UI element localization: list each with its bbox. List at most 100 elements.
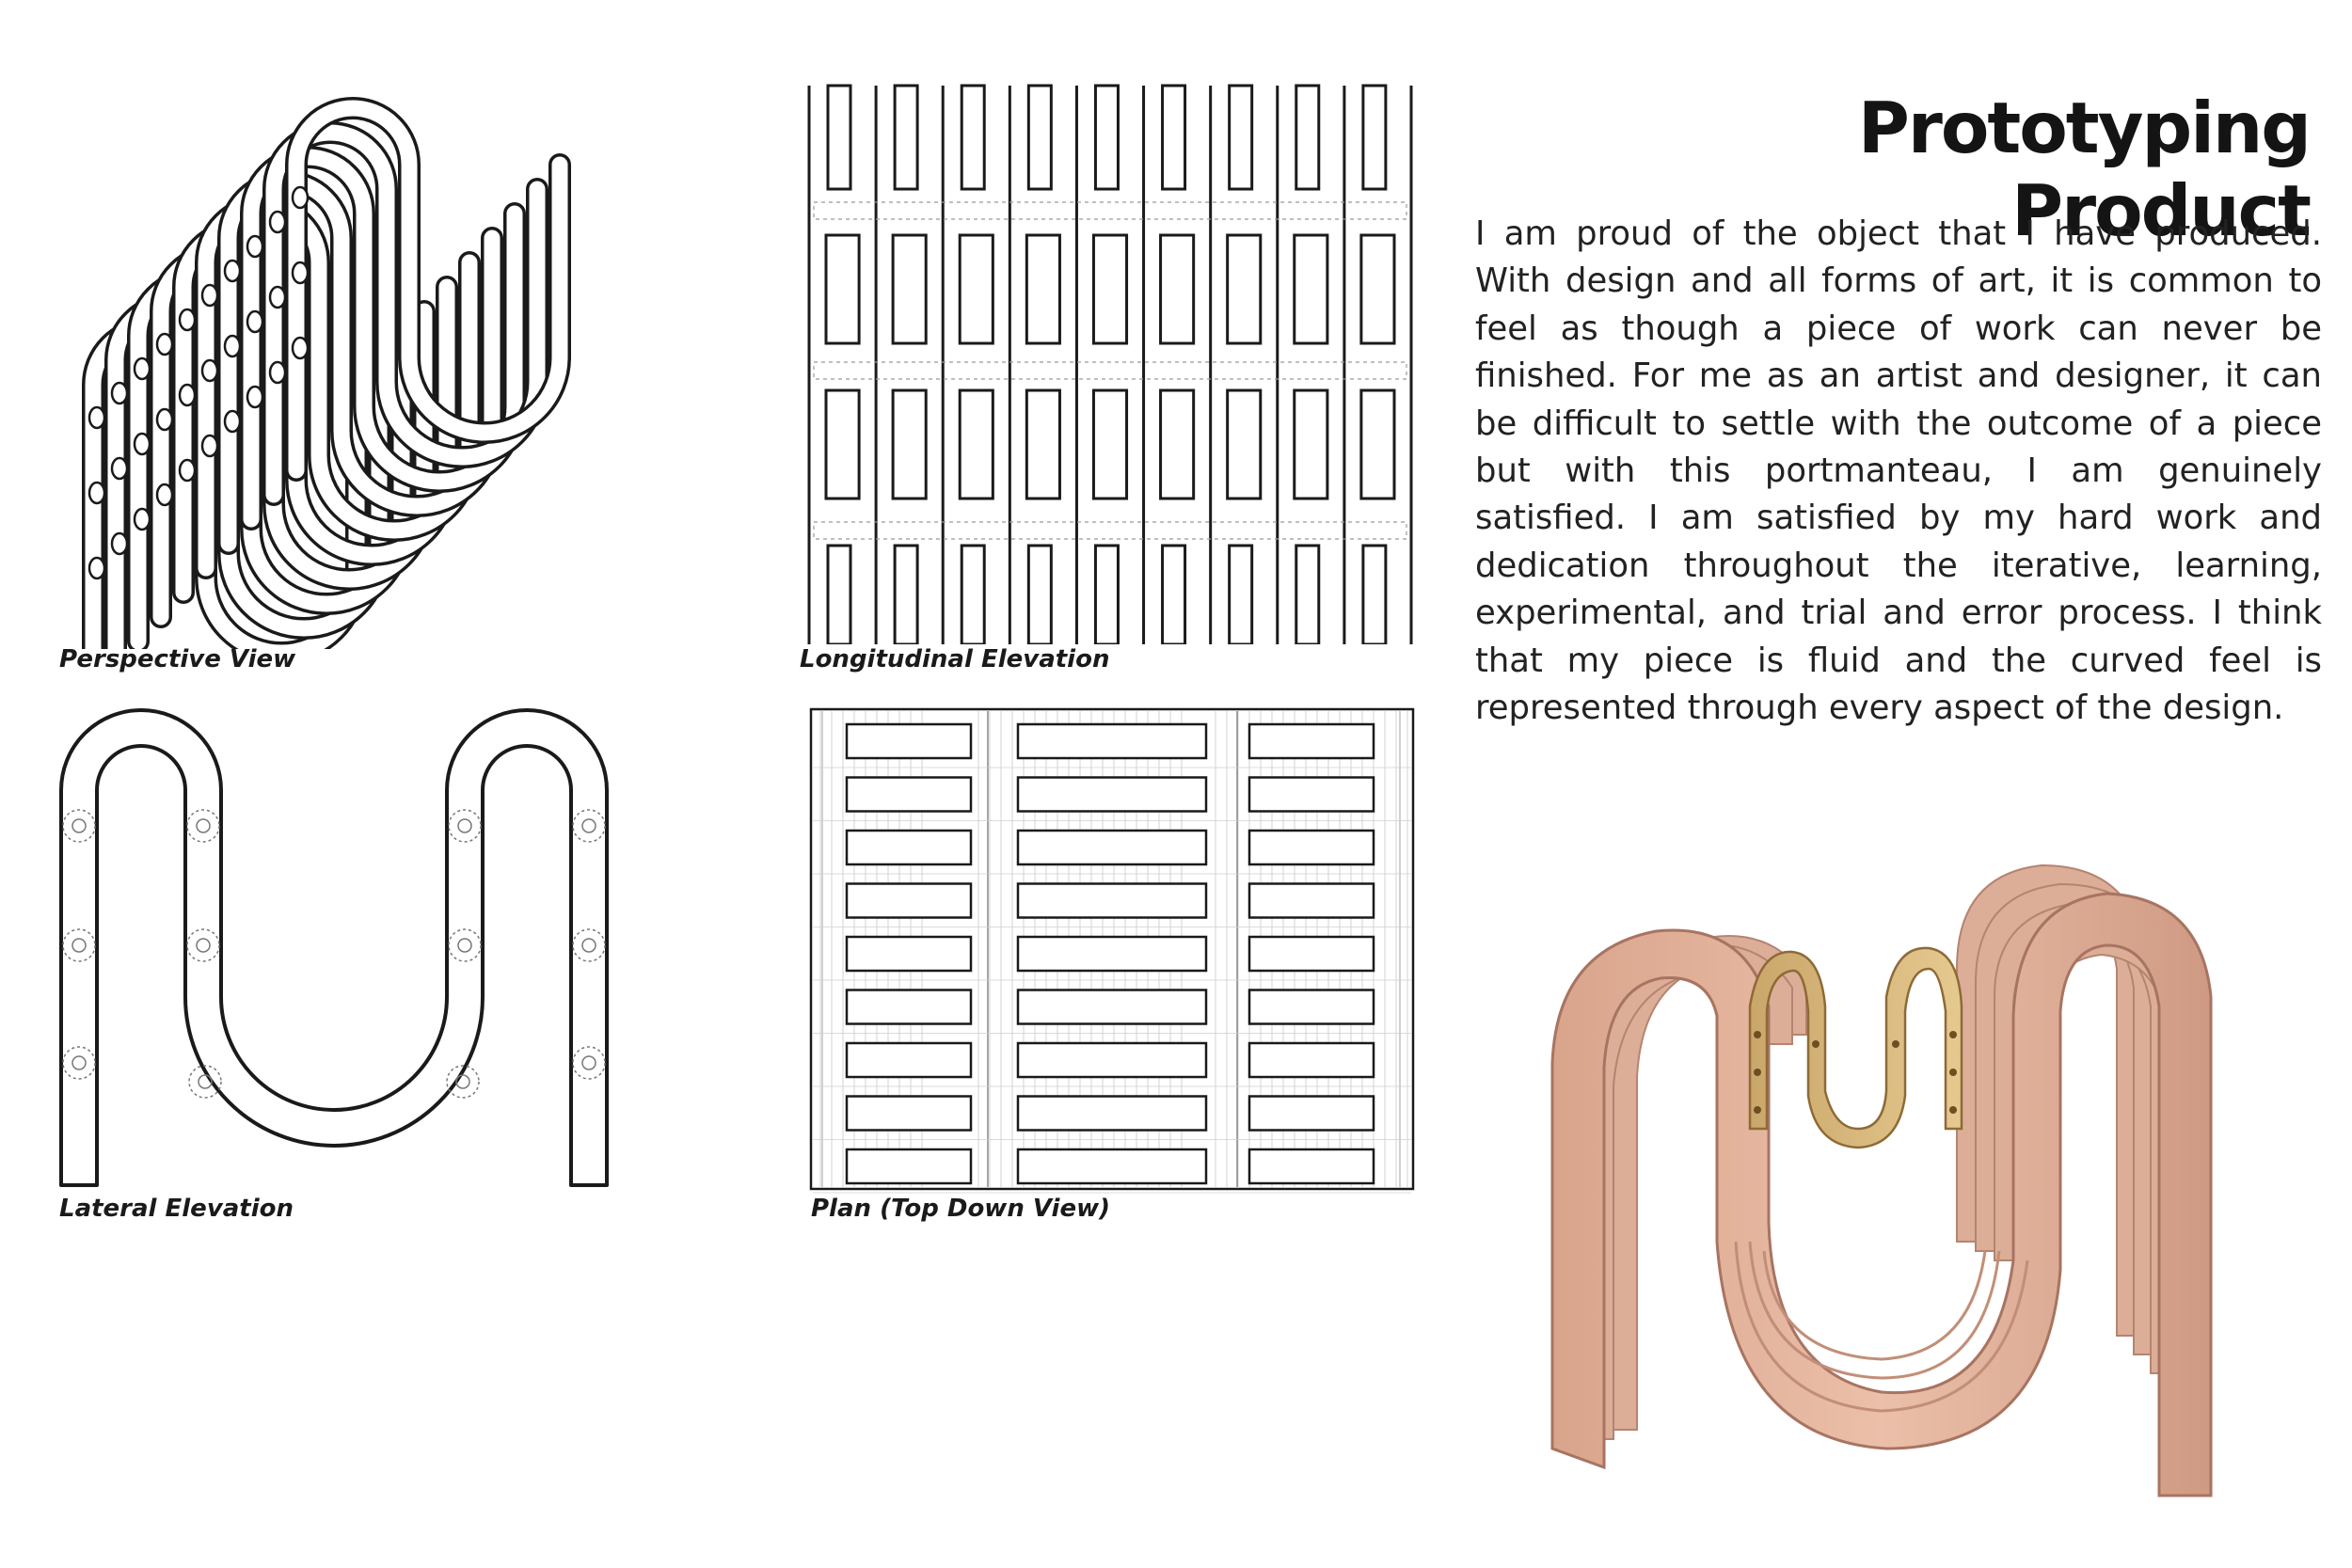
long-panel-upper-1: [891, 233, 928, 345]
lateral-peg-core-5: [198, 1074, 213, 1089]
plan-slat-r7-c1: [1016, 1095, 1208, 1132]
persp-peg-3-0: [223, 259, 242, 283]
plan-view-caption: Plan (Top Down View): [811, 1195, 1111, 1223]
lateral-peg-core-3: [196, 938, 211, 953]
long-panel-upper-0: [824, 233, 861, 345]
plan-slat-r2-c2: [1248, 829, 1375, 866]
persp-peg-3-2: [223, 409, 242, 434]
persp-peg-5-0: [178, 308, 197, 332]
long-panel-upper-5: [1159, 233, 1196, 345]
persp-peg-7-0: [133, 356, 151, 381]
persp-peg-5-2: [178, 458, 197, 483]
lateral-peg-7: [572, 809, 606, 843]
long-panel-upper-6: [1226, 233, 1263, 345]
long-panel-lower-5: [1159, 388, 1196, 500]
long-panel-upper-8: [1359, 233, 1396, 345]
persp-peg-4-0: [200, 283, 219, 308]
plan-slat-r7-c0: [845, 1095, 973, 1132]
persp-peg-6-1: [155, 407, 174, 432]
lateral-profile-outline: [59, 708, 609, 1187]
lateral-peg-0: [62, 809, 96, 843]
long-panel-lower-1: [891, 388, 928, 500]
persp-fin-face-0: [288, 100, 568, 479]
long-fin-top-3: [1026, 84, 1053, 191]
lateral-peg-9: [572, 928, 606, 962]
plan-slat-r1-c0: [845, 776, 973, 813]
long-fin-bottom-7: [1295, 544, 1321, 644]
plan-slat-r0-c2: [1248, 722, 1375, 760]
plan-slat-r8-c0: [845, 1148, 973, 1185]
plan-frame: [809, 707, 1415, 1191]
page-title: Prototyping Product: [1857, 87, 2312, 252]
lateral-peg-3: [186, 928, 220, 962]
lateral-peg-10: [446, 1065, 480, 1099]
long-panel-lower-8: [1359, 388, 1396, 500]
long-fin-top-2: [960, 84, 986, 191]
long-panel-upper-3: [1025, 233, 1061, 345]
lateral-elevation-drawing: [52, 705, 710, 1195]
plan-slat-r5-c2: [1248, 989, 1375, 1025]
persp-peg-5-1: [178, 383, 197, 407]
long-fin-top-6: [1228, 84, 1254, 191]
render-inner-bands: [1734, 1241, 2029, 1413]
persp-peg-9-2: [87, 556, 106, 580]
persp-peg-4-2: [200, 434, 219, 458]
persp-peg-6-0: [155, 332, 174, 356]
plan-slat-r0-c1: [1016, 722, 1208, 760]
render-main-body: [1550, 892, 2213, 1497]
lateral-peg-core-10: [455, 1074, 470, 1089]
lateral-peg-1: [186, 809, 220, 843]
lateral-peg-core-11: [581, 1055, 596, 1070]
plan-slat-r4-c0: [845, 935, 973, 973]
long-fin-top-5: [1161, 84, 1187, 191]
lateral-peg-core-6: [457, 818, 472, 833]
lateral-peg-core-0: [72, 818, 87, 833]
persp-peg-2-2: [246, 385, 264, 409]
persp-peg-1-2: [268, 360, 287, 385]
long-fin-bottom-2: [960, 544, 986, 644]
plan-slat-r7-c2: [1248, 1095, 1375, 1132]
persp-peg-2-1: [246, 309, 264, 334]
long-panel-upper-2: [958, 233, 994, 345]
long-fin-top-1: [893, 84, 919, 191]
render-plywood-insert: [1748, 946, 1963, 1149]
long-fin-bottom-0: [826, 544, 852, 644]
plan-slat-r6-c1: [1016, 1041, 1208, 1079]
plan-slat-r5-c1: [1016, 989, 1208, 1025]
long-dowel-line-0: [813, 201, 1407, 220]
plan-slat-r8-c2: [1248, 1148, 1375, 1185]
persp-peg-7-1: [133, 432, 151, 456]
plan-slat-r3-c0: [845, 882, 973, 919]
lateral-peg-core-8: [457, 938, 472, 953]
plan-slat-r3-c1: [1016, 882, 1208, 919]
persp-peg-1-0: [268, 210, 287, 234]
persp-peg-0-2: [291, 336, 310, 360]
plan-slat-r2-c1: [1016, 829, 1208, 866]
lateral-peg-11: [572, 1046, 606, 1080]
plan-view-drawing: [809, 705, 1421, 1195]
long-panel-upper-4: [1091, 233, 1129, 345]
perspective-view-caption: Perspective View: [59, 645, 296, 673]
plan-slat-r4-c1: [1016, 935, 1208, 973]
long-fin-top-0: [826, 84, 852, 191]
long-panel-upper-7: [1293, 233, 1329, 345]
plan-slat-r6-c2: [1248, 1041, 1375, 1079]
long-fin-bottom-3: [1026, 544, 1053, 644]
long-panel-lower-2: [958, 388, 994, 500]
lateral-peg-5: [188, 1065, 222, 1099]
long-fin-bottom-8: [1361, 544, 1388, 644]
long-panel-lower-0: [824, 388, 861, 500]
persp-peg-1-1: [268, 285, 287, 309]
persp-peg-4-1: [200, 358, 219, 383]
plan-slat-r6-c0: [845, 1041, 973, 1079]
lateral-peg-2: [62, 928, 96, 962]
product-render-photo: [1534, 847, 2249, 1505]
long-panel-lower-3: [1025, 388, 1061, 500]
long-fin-top-8: [1361, 84, 1388, 191]
description-paragraph: I am proud of the object that I have pro…: [1475, 214, 2322, 728]
lateral-peg-8: [448, 928, 482, 962]
long-fin-top-7: [1295, 84, 1321, 191]
long-fin-bottom-1: [893, 544, 919, 644]
long-dowel-line-1: [813, 361, 1407, 380]
plan-slat-r4-c2: [1248, 935, 1375, 973]
